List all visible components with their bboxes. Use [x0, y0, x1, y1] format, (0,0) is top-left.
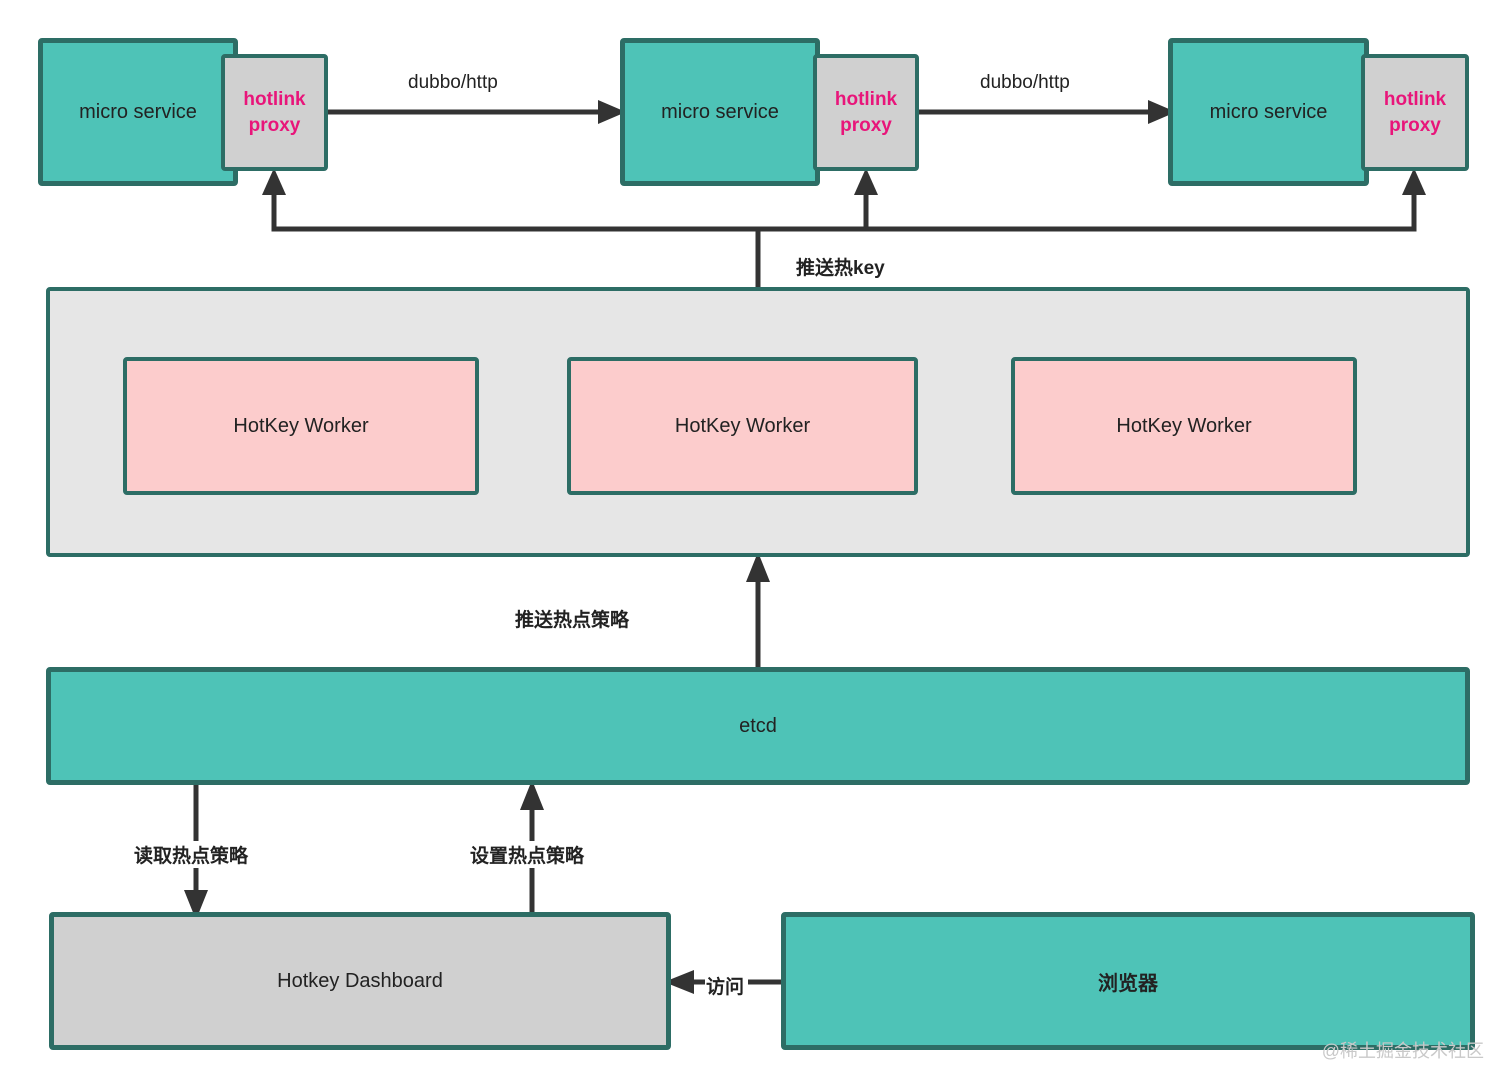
visit-label: 访问: [706, 977, 745, 998]
hotlink-proxy-1: hotlink proxy: [221, 54, 328, 171]
push-hotkey-label: 推送热key: [796, 258, 885, 279]
hotlink-proxy-3: hotlink proxy: [1361, 54, 1469, 171]
push-bus-line: [271, 193, 1417, 232]
proxy-label-line1: hotlink: [834, 88, 898, 110]
arrowhead-proxy-2: [854, 168, 878, 195]
watermark-text: @稀土掘金技术社区: [1321, 1041, 1484, 1061]
arrowhead-call-1: [598, 100, 626, 124]
arrowhead-visit: [664, 970, 694, 994]
read-strategy-label: 读取热点策略: [134, 841, 249, 868]
browser-label: 浏览器: [1098, 972, 1158, 995]
dashboard-label: Hotkey Dashboard: [277, 969, 443, 992]
micro-service-3: micro service: [1168, 38, 1369, 186]
set-strategy-label: 设置热点策略: [470, 841, 585, 868]
hotlink-proxy-2: hotlink proxy: [813, 54, 919, 171]
proxy-label-line1: hotlink: [1383, 88, 1447, 110]
hotkey-dashboard: Hotkey Dashboard: [49, 912, 671, 1050]
worker-label: HotKey Worker: [1116, 414, 1252, 437]
hotkey-worker-2: HotKey Worker: [567, 357, 918, 495]
hotkey-worker-1: HotKey Worker: [123, 357, 479, 495]
push-strategy-label: 推送热点策略: [515, 610, 630, 631]
arrowhead-proxy-3: [1402, 168, 1426, 195]
micro-service-1: micro service: [38, 38, 238, 186]
proxy-label-line1: hotlink: [243, 88, 306, 110]
arrowhead-panel: [746, 552, 770, 582]
worker-label: HotKey Worker: [674, 414, 811, 437]
proxy-label-line2: proxy: [1389, 114, 1441, 136]
worker-label: HotKey Worker: [233, 414, 369, 437]
micro-service-2: micro service: [620, 38, 820, 186]
micro-service-label: micro service: [79, 100, 197, 123]
proxy-label-line2: proxy: [840, 114, 892, 136]
hotkey-worker-3: HotKey Worker: [1011, 357, 1357, 495]
arrowhead-proxy-1: [262, 168, 286, 195]
proxy-label-line2: proxy: [248, 114, 301, 136]
micro-service-label: micro service: [1209, 100, 1328, 123]
micro-service-label: micro service: [661, 100, 779, 123]
arrowhead-dashboard-read: [184, 890, 208, 920]
browser: 浏览器: [781, 912, 1475, 1050]
arrowhead-call-2: [1148, 100, 1176, 124]
call-label-2: dubbo/http: [980, 72, 1070, 93]
etcd-label: etcd: [739, 714, 777, 737]
call-label-1: dubbo/http: [408, 72, 498, 93]
arrowhead-etcd-set: [520, 780, 544, 810]
etcd-store: etcd: [46, 667, 1470, 785]
